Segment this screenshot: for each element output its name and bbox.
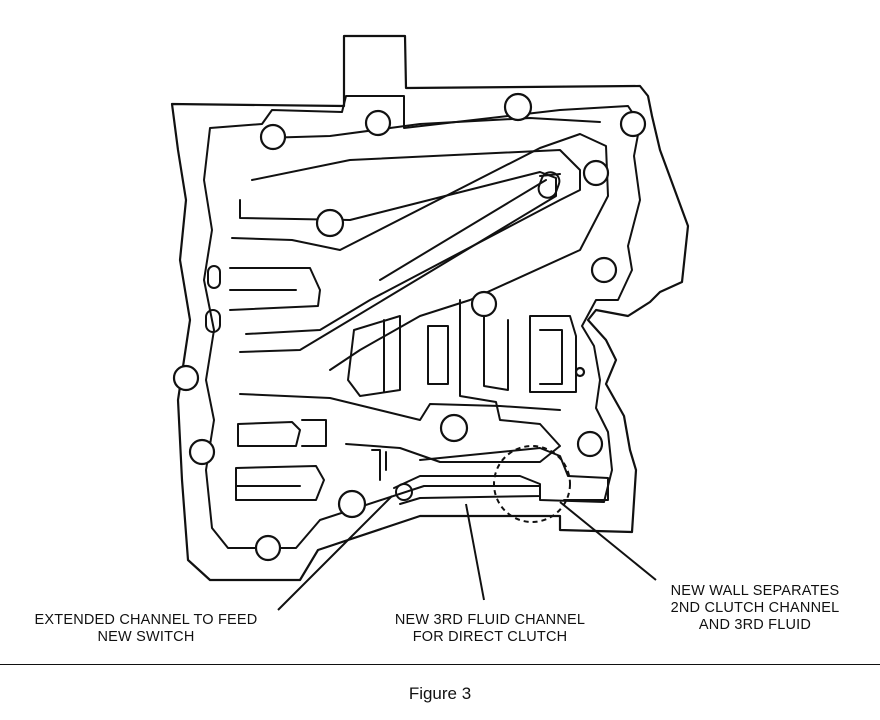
bolt-hole bbox=[470, 290, 498, 318]
channel-diagonal-4 bbox=[261, 117, 601, 139]
bolt-hole bbox=[337, 489, 367, 519]
channel-right-box-inner bbox=[539, 329, 563, 385]
bolt-hole bbox=[619, 110, 647, 138]
slot-3 bbox=[537, 171, 561, 199]
callout-line: NEW 3RD FLUID CHANNEL bbox=[394, 612, 586, 628]
channel-lower-2 bbox=[237, 421, 301, 447]
leader-new-3rd-fluid bbox=[465, 503, 485, 601]
channel-left-1 bbox=[229, 267, 321, 311]
figure-caption: Figure 3 bbox=[408, 684, 472, 703]
bolt-hole bbox=[315, 208, 345, 238]
channel-middle-right bbox=[427, 325, 449, 385]
channel-center-vertical bbox=[345, 299, 561, 463]
channel-lower-7 bbox=[379, 451, 387, 477]
channel-3rd-fluid bbox=[419, 447, 609, 501]
callout-new-3rd-fluid: NEW 3RD FLUID CHANNEL FOR DIRECT CLUTCH bbox=[378, 612, 602, 646]
bolt-hole bbox=[439, 413, 469, 443]
channel-lower-6 bbox=[371, 449, 381, 481]
bolt-hole bbox=[503, 92, 533, 122]
leader-extended-channel bbox=[277, 495, 393, 611]
callout-line: FOR DIRECT CLUTCH bbox=[412, 629, 568, 645]
slot-4 bbox=[395, 483, 413, 501]
callout-extended-channel: EXTENDED CHANNEL TO FEED NEW SWITCH bbox=[18, 612, 274, 646]
gasket-perimeter bbox=[203, 95, 641, 549]
channel-right-box bbox=[529, 315, 577, 393]
channel-lower-4 bbox=[235, 465, 325, 501]
bolt-hole bbox=[259, 123, 287, 151]
slot-1 bbox=[207, 265, 221, 289]
channel-lower-1 bbox=[239, 393, 561, 421]
bolt-hole bbox=[582, 159, 610, 187]
channel-extended bbox=[393, 475, 541, 505]
channel-middle-box bbox=[347, 315, 401, 397]
channel-center-vertical-2 bbox=[483, 315, 509, 391]
new-wall-highlight bbox=[493, 445, 571, 523]
bolt-hole bbox=[172, 364, 200, 392]
callout-line: AND 3RD FLUID bbox=[698, 617, 812, 633]
leader-new-wall bbox=[559, 501, 657, 581]
channel-diagonal-3 bbox=[231, 133, 609, 371]
bolt-hole bbox=[590, 256, 618, 284]
channel-lower-3 bbox=[301, 419, 327, 447]
valve-body-outline bbox=[170, 34, 690, 582]
slot-2 bbox=[205, 309, 221, 333]
bolt-hole bbox=[254, 534, 282, 562]
bolt-hole bbox=[364, 109, 392, 137]
callout-line: NEW SWITCH bbox=[97, 629, 195, 645]
callout-line: NEW WALL SEPARATES bbox=[670, 583, 840, 599]
channel-diagonal-1 bbox=[245, 149, 581, 335]
bolt-hole bbox=[576, 430, 604, 458]
divider bbox=[0, 664, 880, 665]
channel-diagonal-2 bbox=[239, 171, 557, 353]
callout-new-wall: NEW WALL SEPARATES 2ND CLUTCH CHANNEL AN… bbox=[650, 583, 860, 634]
callout-line: EXTENDED CHANNEL TO FEED bbox=[34, 612, 258, 628]
bolt-hole bbox=[188, 438, 216, 466]
callout-line: 2ND CLUTCH CHANNEL bbox=[670, 600, 840, 616]
small-hole bbox=[574, 366, 586, 378]
